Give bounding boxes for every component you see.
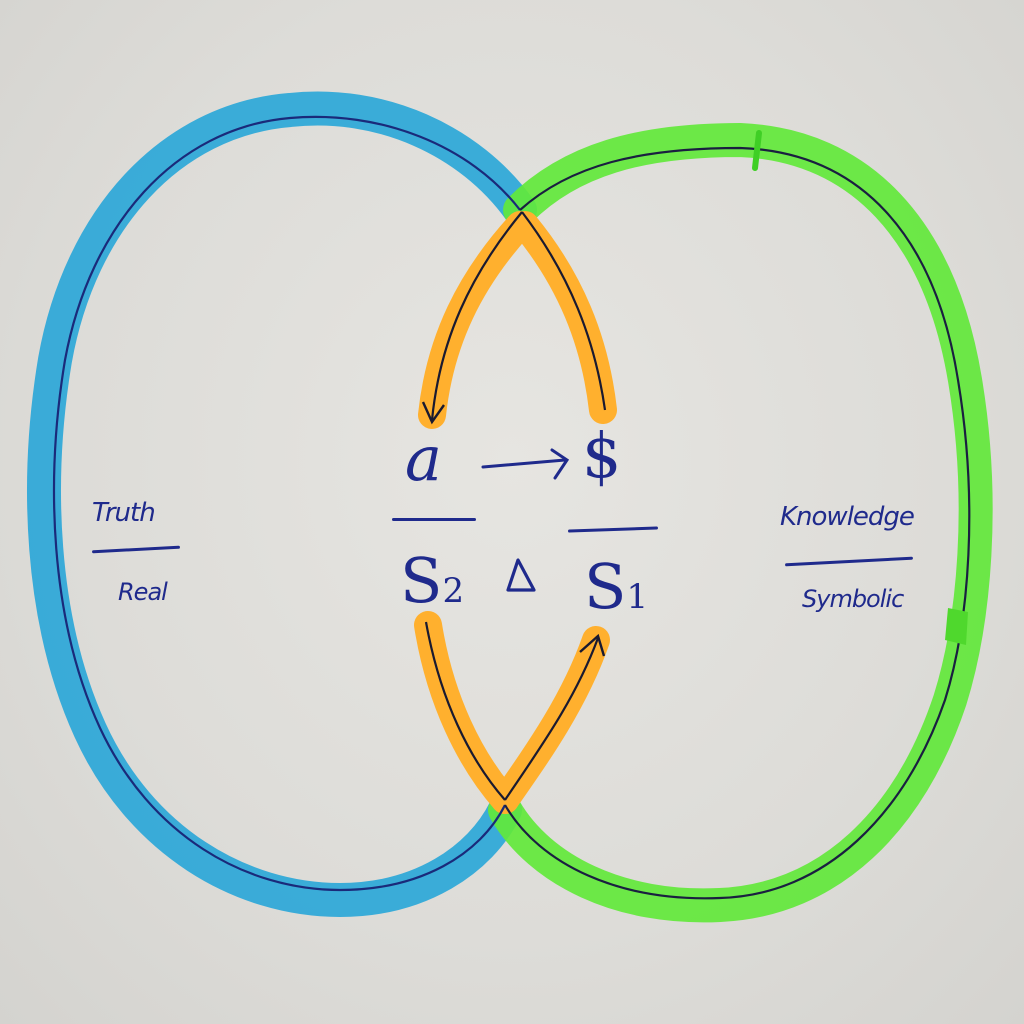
bottom-left-arc-highlight xyxy=(414,611,519,814)
top-left-arc-highlight xyxy=(418,211,534,429)
formula-s1: S1 xyxy=(584,550,649,623)
formula-arrow-line xyxy=(481,458,567,469)
top-left-arrow-line xyxy=(430,211,523,421)
formula-arrowhead-icon xyxy=(550,448,570,480)
top-left-arrowhead-icon xyxy=(421,401,445,425)
bottom-left-line xyxy=(424,621,506,801)
bottom-right-arrow-line xyxy=(504,637,600,801)
real-label: Real xyxy=(118,578,168,606)
top-right-line xyxy=(521,211,607,411)
green-tick-right xyxy=(945,608,968,645)
truth-label: Truth xyxy=(92,498,156,528)
green-tick-top xyxy=(752,130,762,171)
formula-a: a xyxy=(405,422,442,495)
right-circle-pen xyxy=(504,146,971,900)
formula-barred-s: $ xyxy=(582,419,622,492)
left-circle-highlight xyxy=(27,91,537,918)
delta-symbol xyxy=(506,558,536,592)
knowledge-label: Knowledge xyxy=(780,502,915,532)
formula-left-bar xyxy=(392,518,476,521)
formula-s2: S2 xyxy=(400,544,465,617)
symbolic-label: Symbolic xyxy=(802,585,904,613)
left-circle-pen xyxy=(52,115,521,892)
top-right-arc-highlight xyxy=(511,211,617,424)
bottom-right-arc-highlight xyxy=(491,626,610,814)
right-circle-highlight xyxy=(488,122,993,923)
bottom-right-arrowhead-icon xyxy=(579,633,606,657)
